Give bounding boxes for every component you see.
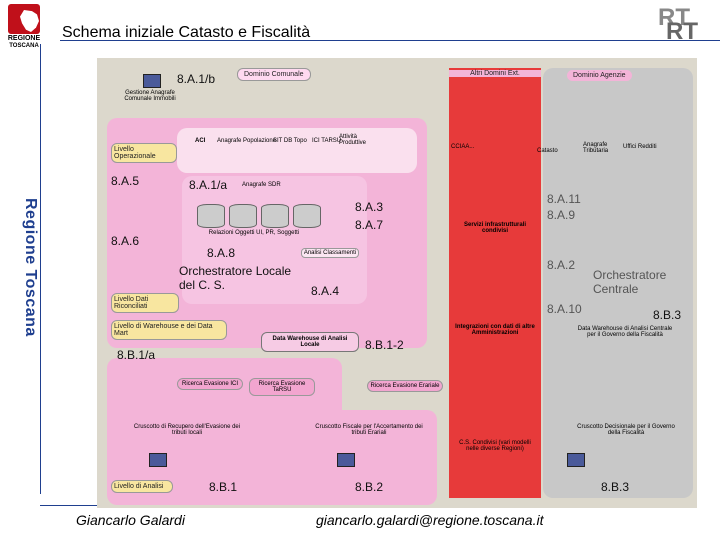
operational-band: [177, 128, 417, 173]
architecture-diagram: 8.A.1/b Dominio Comunale Gestione Anagra…: [97, 58, 697, 508]
db-cylinder: [293, 204, 321, 228]
code-b12: 8.B.1-2: [365, 338, 404, 352]
code-a4: 8.A.4: [311, 284, 340, 298]
orchestratore-locale: Orchestratore Locale del C. S.: [179, 264, 292, 292]
logo-line1: REGIONE: [7, 35, 41, 42]
computer-icon: [143, 74, 161, 88]
bottom-rule: [40, 505, 100, 506]
code-a7: 8.A.7: [355, 218, 384, 232]
code-a3: 8.A.3: [355, 200, 384, 214]
sit-label: SIT DB Topo: [273, 138, 307, 144]
code-a9: 8.A.9: [547, 208, 576, 222]
code-a5: 8.A.5: [111, 174, 140, 188]
regione-toscana-logo: REGIONE TOSCANA: [2, 2, 46, 50]
code-a10: 8.A.10: [547, 302, 582, 316]
aci-label: ACI: [195, 138, 206, 144]
ccia-label: CCIAA...: [451, 144, 475, 150]
orchestrator-locale-block: [182, 176, 367, 304]
data-warehouse-centrale: Data Warehouse di Analisi Centrale per i…: [577, 326, 673, 338]
livello-warehouse: Livello di Warehouse e dei Data Mart: [111, 320, 227, 340]
code-a1a: 8.A.1/a: [189, 178, 228, 192]
integrazioni: Integrazioni con dati di altre Amministr…: [455, 324, 535, 336]
code-b3-top: 8.B.3: [653, 308, 682, 322]
anagrafe-label: Anagrafe Popolazione: [217, 138, 277, 144]
shared-services-column: [449, 68, 541, 498]
computer-icon: [337, 453, 355, 467]
servizi-infrastrutturali: Servizi infrastrutturali condivisi: [463, 222, 526, 234]
code-a6: 8.A.6: [111, 234, 140, 248]
ricerca-ici: Ricerca Evasione ICI: [177, 378, 243, 390]
ricerca-erariale: Ricerca Evasione Erariale: [367, 380, 443, 392]
gestione-label: Gestione Anagrafe Comunale Immobili: [124, 90, 176, 102]
computer-icon: [149, 453, 167, 467]
cruscotto-fiscale: Cruscotto Fiscale per l'Accertamento dei…: [315, 424, 423, 436]
anagrafe-tributaria: Anagrafe Tributaria: [583, 142, 609, 154]
page-title: Schema iniziale Catasto e Fiscalità: [62, 24, 311, 41]
relazioni-label: Relazioni Oggetti UI, PR, Soggetti: [208, 230, 300, 236]
footer-email: giancarlo.galardi@regione.toscana.it: [316, 512, 544, 528]
catasto-label: Catasto: [537, 148, 558, 154]
livello-analisi: Livello di Analisi: [111, 480, 173, 493]
comune-domain-title: Dominio Comunale: [237, 68, 311, 81]
code-a1b: 8.A.1/b: [177, 72, 216, 86]
livello-riconciliati: Livello Dati Riconciliati: [111, 293, 179, 313]
cruscotto-recupero: Cruscotto di Recupero dell'Evasione dei …: [133, 424, 241, 436]
db-cylinder: [197, 204, 225, 228]
code-a11: 8.A.11: [547, 192, 581, 206]
anagrafe-sdr: Anagrafe SDR: [242, 182, 281, 188]
cs-condivisi: C.S. Condivisi (vari modelli nelle diver…: [459, 440, 531, 452]
data-warehouse-locale: Data Warehouse di Analisi Locale: [261, 332, 359, 352]
orchestratore-centrale: Orchestratore Centrale: [593, 268, 667, 296]
logo-shield: [8, 4, 40, 34]
code-b1: 8.B.1: [209, 480, 238, 494]
altri-domini: Altri Domini Ext.: [449, 70, 541, 77]
uffici-redditi: Uffici Redditi: [623, 144, 657, 150]
title-rule: [60, 40, 720, 41]
code-a2: 8.A.2: [547, 258, 576, 272]
agenzie-title: Dominio Agenzie: [567, 70, 632, 81]
db-cylinder: [261, 204, 289, 228]
code-b1a: 8.B.1/a: [117, 348, 156, 362]
logo-line2: TOSCANA: [9, 43, 39, 49]
computer-icon: [567, 453, 585, 467]
livello-operazionale: Livello Operazionale: [111, 143, 177, 163]
rt-corner-logo: RT RT: [658, 4, 698, 45]
cruscotto-governo: Cruscotto Decisionale per il Governo del…: [577, 424, 675, 436]
footer-author: Giancarlo Galardi: [76, 512, 185, 528]
ici-label: ICI TARSU: [312, 138, 342, 144]
code-b3-bottom: 8.B.3: [601, 480, 630, 494]
db-cylinder: [229, 204, 257, 228]
code-a8: 8.A.8: [207, 246, 236, 260]
side-label: Regione Toscana: [22, 198, 39, 337]
analisi-classamenti: Analisi Classamenti: [301, 248, 359, 258]
left-rule: [40, 44, 41, 494]
code-b2: 8.B.2: [355, 480, 384, 494]
attivita-label: Attività Produttive: [339, 134, 367, 146]
agenzie-domain-panel: [543, 68, 693, 498]
ricerca-tarsu: Ricerca Evasione TaRSU: [249, 378, 315, 396]
